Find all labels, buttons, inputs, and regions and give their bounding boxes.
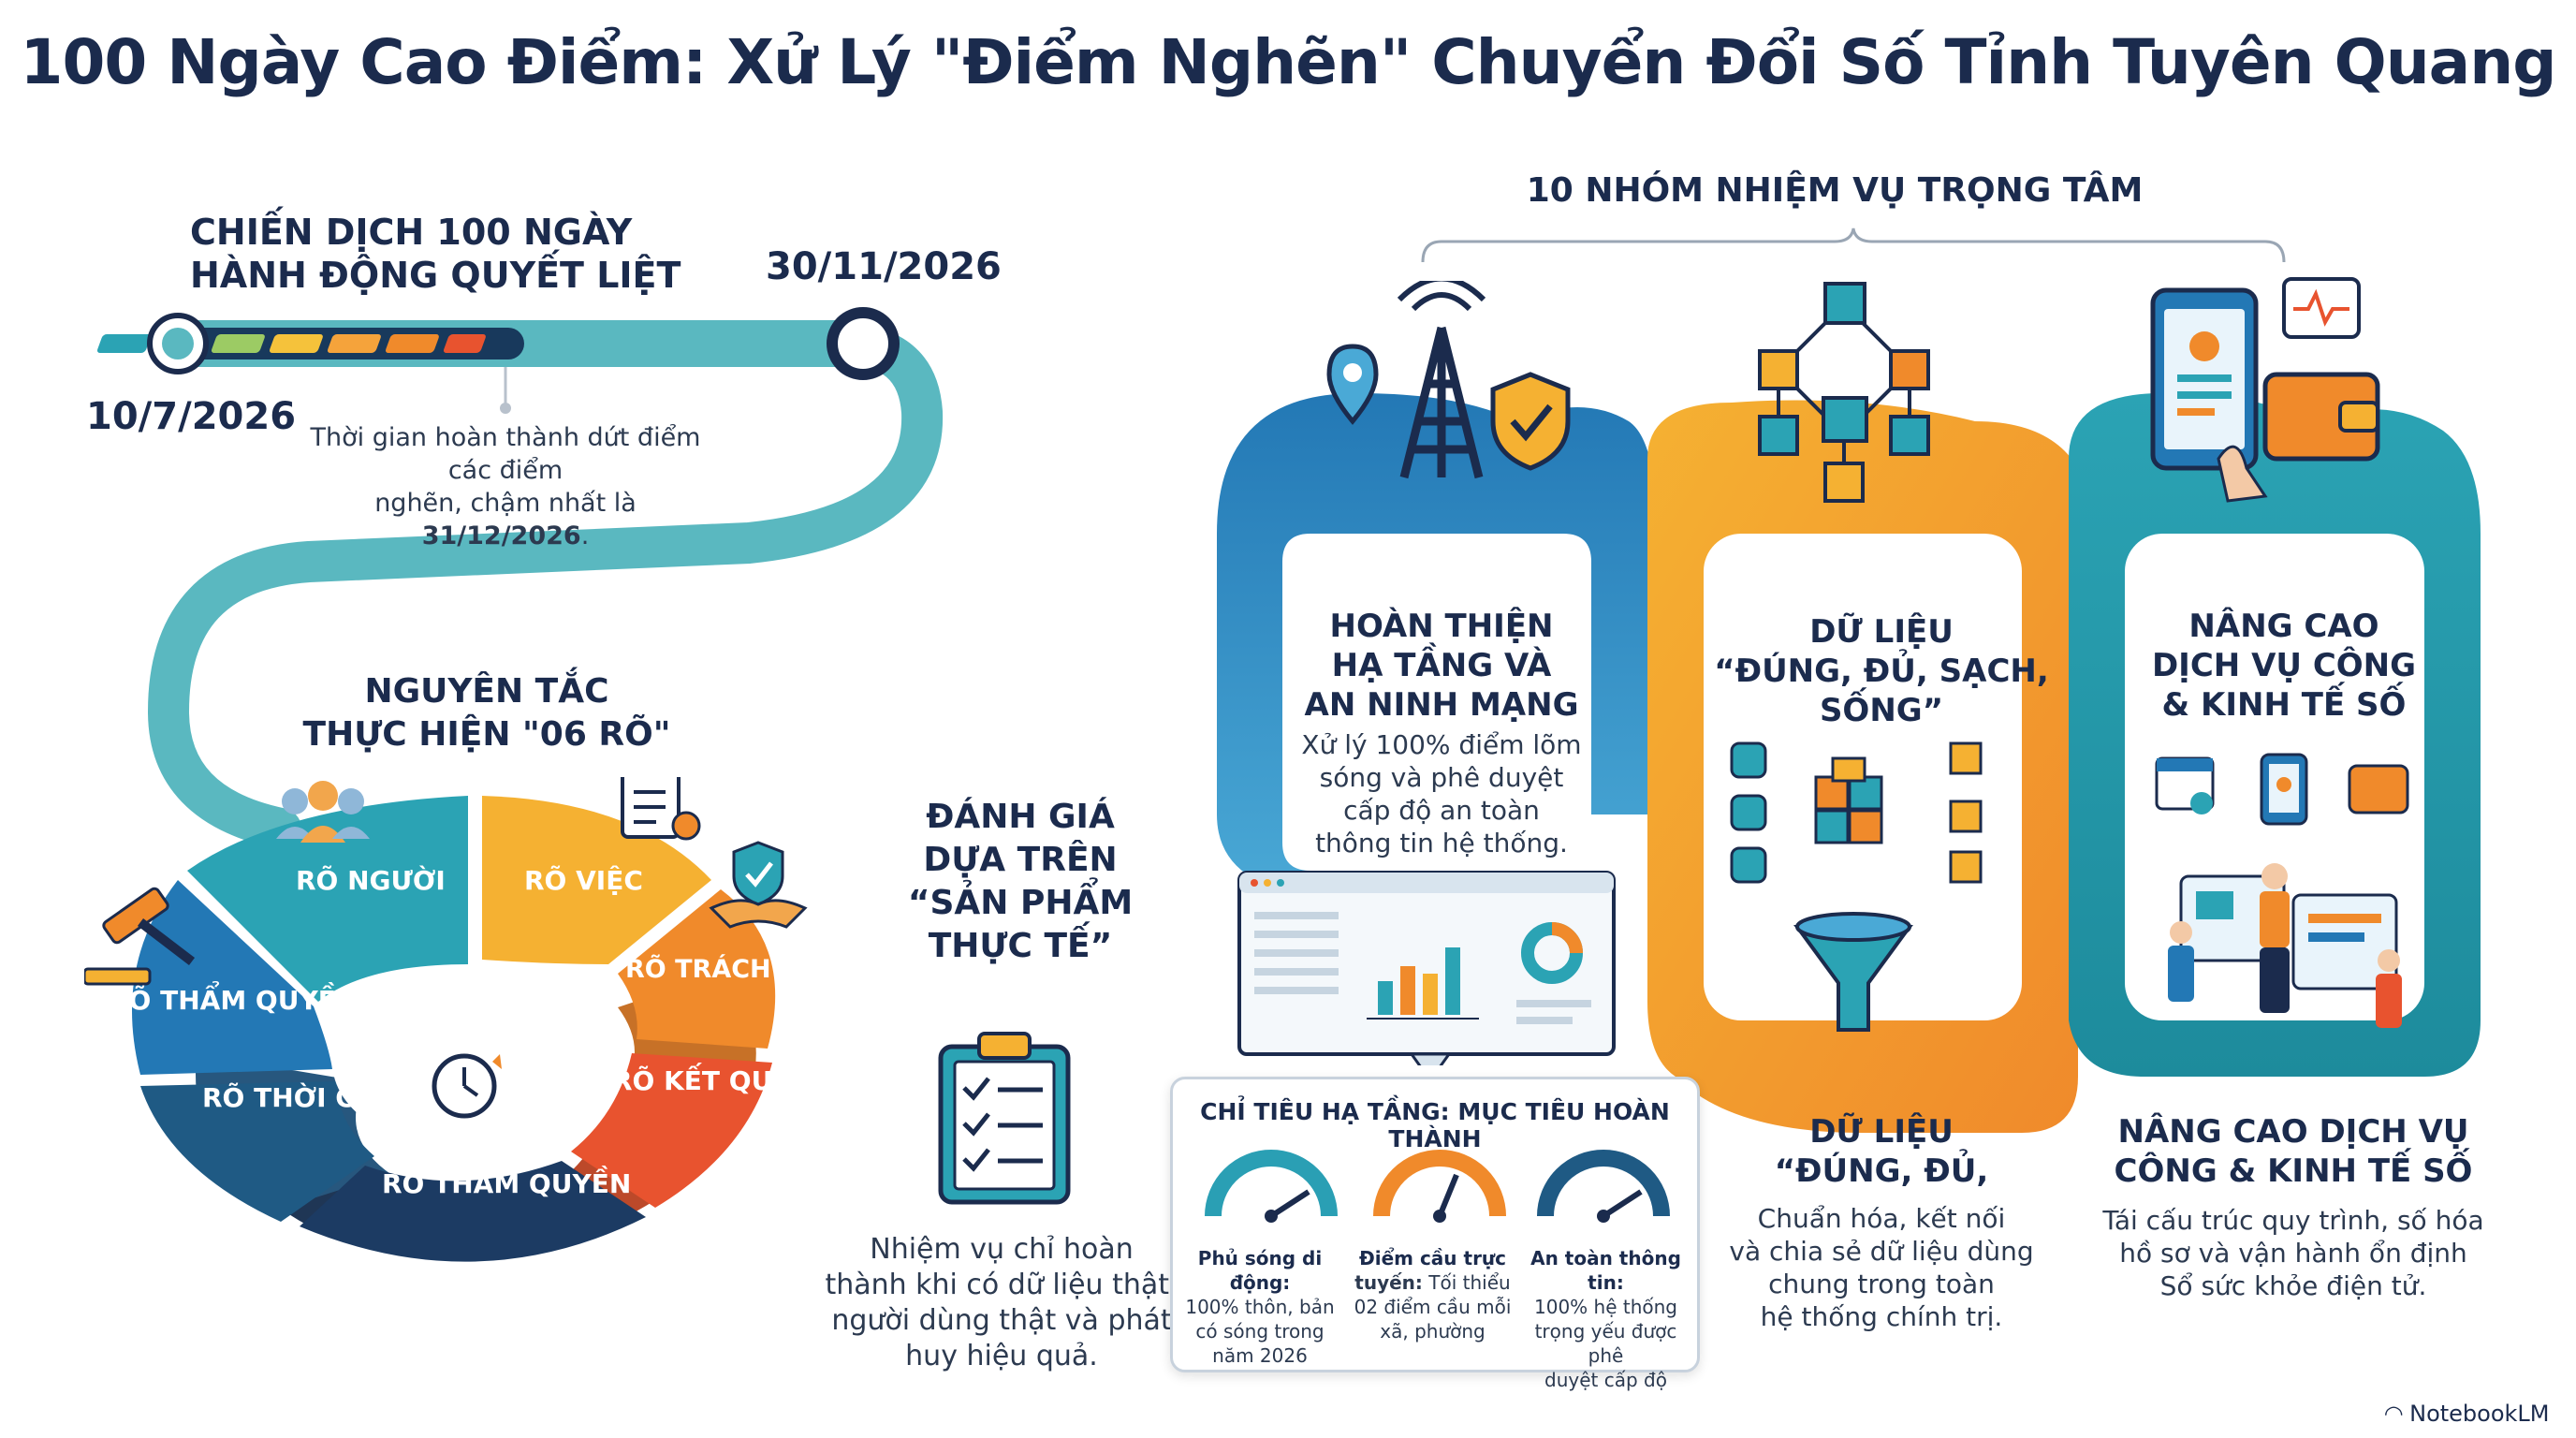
people-icon	[276, 781, 370, 843]
label-ro-tham-quyen-left: RÕ THẨM QUYỀN	[109, 985, 359, 1016]
label-ro-viec: RÕ VIỆC	[524, 865, 643, 896]
evaluation-heading: ĐÁNH GIÁ DỰA TRÊN “SẢN PHẨM THỰC TẾ”	[907, 798, 1134, 965]
gavel-icon	[84, 887, 196, 986]
location-pin-icon	[1326, 344, 1379, 425]
handshake-shield-icon	[709, 841, 808, 929]
funnel-icon	[1793, 912, 1913, 1032]
shield-check-icon	[1490, 372, 1571, 471]
data-icons	[1730, 741, 1983, 1032]
tasks-bracket	[1421, 227, 2286, 263]
health-heart-icon	[2282, 277, 2361, 339]
kpi-gauges	[1205, 1150, 1670, 1223]
team-dashboard-icon	[2168, 863, 2402, 1028]
label-ro-ket-qua: RÕ KẾT QUẢ	[612, 1065, 793, 1096]
kpi-card: CHỈ TIÊU HẠ TẦNG: MỤC TIÊU HOÀN THÀNH Ph…	[1170, 1077, 1700, 1391]
label-ro-trach-nhiem: RÕ TRÁCH NHIỆM	[625, 955, 874, 984]
data-network-icon	[1758, 282, 1930, 503]
evaluation-text: Nhiệm vụ chỉ hoàn thành khi có dữ liệu t…	[825, 1233, 1178, 1372]
kpi-item-online: Điểm cầu trực tuyến: Tối thiểu 02 điểm c…	[1354, 1247, 1512, 1343]
start-date: 10/7/2026	[86, 395, 297, 438]
services-icons	[2155, 753, 2409, 1028]
end-date: 30/11/2026	[766, 245, 1002, 288]
infrastructure-text: Xử lý 100% điểm lõm sóng và phê duyệt cấ…	[1301, 729, 1582, 858]
kpi-item-security: An toàn thông tin: 100% hệ thống trọng y…	[1530, 1247, 1681, 1391]
segment-ro-tham-quyen-left	[132, 880, 332, 1075]
principles-heading: NGUYÊN TẮC THỰC HIỆN "06 RÕ"	[302, 672, 671, 754]
clock-icon	[432, 1053, 502, 1119]
label-ro-nguoi: RÕ NGƯỜI	[296, 865, 446, 896]
campaign-heading: CHIẾN DỊCH 100 NGÀY HÀNH ĐỘNG QUYẾT LIỆT	[190, 212, 681, 296]
principles-ring	[84, 777, 808, 1262]
wallet-icon	[2262, 372, 2380, 462]
dashboard-illustration	[1237, 871, 1616, 1065]
kpi-item-mobile: Phủ sóng di động: 100% thôn, bản có sóng…	[1185, 1247, 1335, 1367]
cube-cluster-icon	[1814, 756, 1883, 844]
donut-chart-icon	[1521, 922, 1583, 984]
bar-chart-icon	[1378, 947, 1460, 1015]
digital-services-icon	[2150, 277, 2380, 503]
tower-icon	[1326, 281, 1571, 479]
segment-ro-ket-qua	[571, 1053, 772, 1208]
data-title-2: DỮ LIỆU “ĐÚNG, ĐỦ,	[1774, 1113, 1989, 1190]
database-icon	[1730, 741, 1767, 884]
tasks-heading: 10 NHÓM NHIỆM VỤ TRỌNG TÂM	[1526, 171, 2144, 210]
label-ro-tham-quyen-bottom: RÕ THẨM QUYỀN	[382, 1168, 632, 1199]
page-title: 100 Ngày Cao Điểm: Xử Lý "Điểm Nghẽn" Ch…	[20, 26, 2557, 98]
label-ro-thoi-gian: RÕ THỜI GIAN	[202, 1082, 409, 1113]
timeline-road-path	[147, 324, 944, 849]
data-text: Chuẩn hóa, kết nối và chia sẻ dữ liệu dù…	[1729, 1203, 2034, 1332]
calendar-check-icon	[2155, 756, 2215, 814]
gauge-mobile-coverage	[1205, 1150, 1338, 1223]
kpi-heading: CHỈ TIÊU HẠ TẦNG: MỤC TIÊU HOÀN THÀNH	[1200, 1098, 1670, 1152]
timeline-road	[96, 307, 944, 849]
brand-logo: ◠ NotebookLM	[2385, 1401, 2550, 1427]
column-infrastructure	[1217, 393, 1657, 899]
hand-pointer-icon	[2217, 445, 2268, 503]
services-title-2: NÂNG CAO DỊCH VỤ CÔNG & KINH TẾ SỐ	[2114, 1113, 2473, 1190]
segment-ro-thoi-gian	[140, 1081, 374, 1222]
segment-ro-tham-quyen-bottom	[300, 1161, 646, 1262]
gauge-information-security	[1537, 1150, 1670, 1223]
infrastructure-title: HOÀN THIỆN HẠ TẦNG VÀ AN NINH MẠNG	[1304, 608, 1579, 724]
segment-ro-nguoi	[187, 796, 468, 1002]
deadline-note: Thời gian hoàn thành dứt điểm các điểm n…	[310, 423, 701, 550]
gauge-online-points	[1373, 1150, 1506, 1223]
notebooklm-icon: ◠	[2385, 1401, 2403, 1427]
segment-ro-trach-nhiem	[618, 889, 776, 1049]
wallet-small-icon	[2348, 764, 2409, 814]
checklist-clipboard-icon	[938, 1032, 1071, 1205]
services-text: Tái cấu trúc quy trình, số hóa hồ sơ và …	[2102, 1205, 2484, 1301]
cube-icons	[1949, 741, 1983, 884]
data-title: DỮ LIỆU “ĐÚNG, ĐỦ, SẠCH, SỐNG”	[1714, 613, 2049, 729]
clipboard-gear-icon	[621, 777, 701, 841]
mobile-app-icon	[2260, 753, 2308, 826]
services-title: NÂNG CAO DỊCH VỤ CÔNG & KINH TẾ SỐ	[2151, 608, 2417, 724]
